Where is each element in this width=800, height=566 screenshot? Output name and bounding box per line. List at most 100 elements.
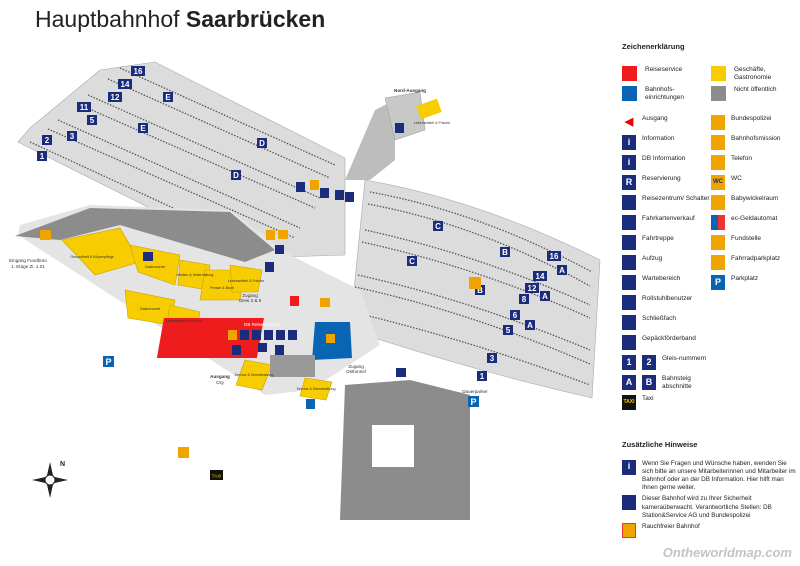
legend-label: Aufzug: [642, 255, 663, 262]
hint-nosmoking: Rauchfreier Bahnhof: [622, 522, 797, 538]
track-number-16w: 16: [131, 66, 145, 76]
parking-sign: P: [103, 356, 114, 367]
svg-text:D: D: [259, 139, 265, 148]
track-number-5w: 5: [87, 115, 97, 125]
dauerparker-label: Dauerparker: [462, 389, 488, 394]
non-public-west: [15, 208, 275, 262]
legend-label: Ausgang: [642, 115, 668, 122]
section-e1: E: [163, 92, 173, 102]
legend-label: WC: [731, 175, 742, 182]
zugang-ost-detail: Osttunnel: [346, 369, 366, 374]
bike-parking-icon: [178, 447, 189, 458]
legend-label: Bundespolizei: [731, 115, 772, 122]
non-public-annex: [270, 355, 315, 377]
section-c1: C: [433, 221, 443, 231]
legend-label: Gleis-nummern: [662, 355, 707, 362]
legend-label: Bahnhofs-einrichtungen: [645, 86, 685, 102]
section-a3: A: [525, 320, 535, 330]
legend-label: Taxi: [642, 395, 654, 402]
legend-item-taxi: TAXI Taxi: [622, 395, 710, 410]
reisezentrum-label: DB Reisezentrum: [244, 322, 280, 327]
track-number-8e: 8: [519, 294, 529, 304]
shop-label: Gesundheit & Körperpflege: [70, 255, 113, 259]
watermark: Ontheworldmap.com: [662, 545, 792, 560]
legend-label: Telefon: [731, 155, 752, 162]
elevator-icon: [622, 255, 636, 270]
svg-text:14: 14: [121, 80, 130, 89]
legend-label: Reiseservice: [645, 66, 683, 73]
svg-text:P: P: [105, 357, 111, 367]
svg-text:A: A: [542, 292, 548, 301]
legend-item-yellow: Geschäfte, Gastronomie: [711, 66, 799, 82]
taxi-icon: TAXI: [622, 395, 636, 410]
zugang-gleis-detail: Gleis 3 & 5: [239, 298, 262, 303]
tracks-east: [351, 191, 593, 386]
svg-text:B: B: [477, 286, 483, 295]
lost-found-icon: [711, 235, 725, 250]
legend-label: Parkplatz: [731, 275, 759, 282]
shop-label: Presse & Buch: [210, 286, 234, 290]
section-d2: D: [231, 170, 241, 180]
legend-label: Bahnhofsmission: [731, 135, 781, 142]
legend-item-blue: Bahnhofs-einrichtungen: [622, 86, 710, 102]
legend-label: Nicht öffentlich: [734, 86, 777, 93]
legend-label: Information: [642, 135, 675, 142]
compass: N: [32, 461, 68, 498]
luggage-belt-icon: [622, 335, 636, 350]
nord-ausgang-label: Nord-Ausgang: [394, 88, 426, 93]
hint-text: Wenn Sie Fragen und Wünsche haben, wende…: [642, 459, 796, 492]
north-label: N: [60, 461, 65, 468]
section-a1: A: [557, 265, 567, 275]
legend-heading: Zeichenerklärung: [622, 42, 685, 51]
svg-text:5: 5: [90, 116, 95, 125]
waiting-icon: [622, 275, 636, 290]
track-number-3e: 3: [487, 353, 497, 363]
legend-item-luggage-belt: Gepäckförderband: [622, 335, 710, 350]
svg-text:1: 1: [480, 372, 485, 381]
svg-text:1: 1: [40, 152, 45, 161]
reservation-icon: R: [622, 175, 636, 190]
legend-item-waiting: Wartebereich: [622, 275, 710, 290]
legend-label: Reisezentrum/ Schalter: [642, 195, 710, 202]
taxi-sign: TAXI: [210, 470, 223, 480]
camera-icon: [622, 495, 636, 511]
travel-center-icon: [622, 195, 636, 210]
svg-text:D: D: [233, 171, 239, 180]
legend: Zeichenerklärung: [622, 42, 800, 61]
legend-label: ec-Geldautomat: [731, 215, 778, 222]
legend-label: Fundstelle: [731, 235, 761, 242]
shop-label: Gastronomie: [145, 265, 166, 269]
legend-item-red: Reiseservice: [622, 66, 710, 81]
title-prefix: Hauptbahnhof: [35, 6, 180, 32]
info-icon: i: [622, 135, 636, 150]
escalator-icon: [622, 235, 636, 250]
legend-label: Fahrkartenverkauf: [642, 215, 695, 222]
section-a2: A: [540, 291, 550, 301]
shop-label: Medien & Unterhaltung: [177, 273, 214, 277]
parking-icon: P: [711, 275, 725, 290]
city-label: City: [216, 380, 225, 385]
ausgang-label: Ausgang: [210, 374, 230, 379]
track-number-11w: 11: [77, 102, 91, 112]
svg-text:6: 6: [513, 311, 518, 320]
legend-item-info: i Information: [622, 135, 710, 150]
svg-text:5: 5: [506, 326, 511, 335]
track-number-12w: 12: [108, 92, 122, 102]
track-number-12e: 12: [525, 283, 539, 293]
legend-label: Fahrradparkplatz: [731, 255, 781, 262]
hint-camera: Dieser Bahnhof wird zu Ihrer Sicherheit …: [622, 495, 797, 520]
locker-icon: [622, 315, 636, 330]
track-number-6e: 6: [510, 310, 520, 320]
police-icon: [711, 115, 725, 130]
title-city: Saarbrücken: [185, 6, 326, 32]
legend-label: Rollstuhlbenutzer: [642, 295, 693, 302]
legend-label: Schließfach: [642, 315, 676, 322]
platforms-west: [17, 61, 346, 259]
facility-icons: [40, 123, 481, 409]
legend-label: Geschäfte, Gastronomie: [734, 66, 772, 82]
legend-item-wheelchair: Rollstuhlbenutzer: [622, 295, 710, 310]
legend-item-gray: Nicht öffentlich: [711, 86, 799, 101]
shop-label: Gastronomie: [140, 307, 161, 311]
